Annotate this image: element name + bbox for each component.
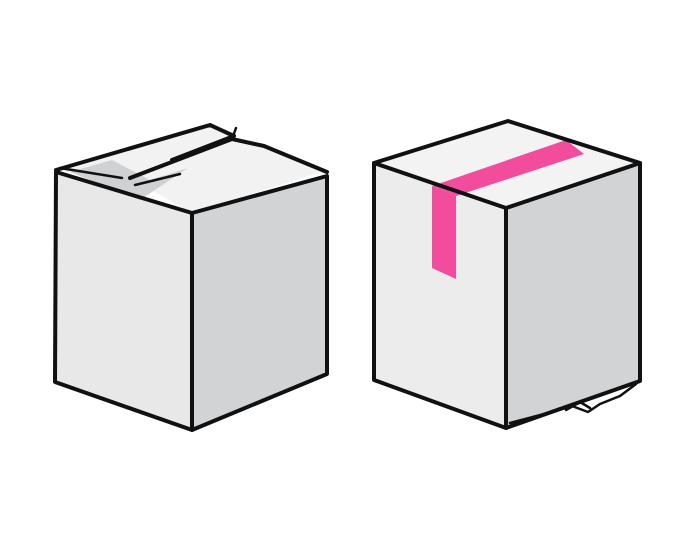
open-box-outline-right-flap-edge: [133, 172, 182, 187]
taped-box-bottom-crease-2: [564, 400, 592, 412]
open-box-right-flap: [130, 140, 327, 213]
open-box-flap-shadow: [70, 160, 188, 200]
taped-box-tape-front: [432, 186, 456, 279]
taped-box-tape-top: [432, 140, 584, 196]
taped-box: [372, 119, 642, 430]
open-box-front-face: [55, 172, 192, 430]
open-box-outline-right-flap: [128, 137, 329, 180]
taped-box-bottom-crease: [508, 382, 638, 425]
open-box-side-face: [192, 178, 327, 430]
open-box: [53, 123, 329, 432]
taped-box-side-face: [506, 165, 640, 428]
open-box-outline-side: [190, 174, 329, 432]
open-box-outline-fold: [230, 126, 238, 141]
taped-box-front-face: [374, 163, 506, 428]
open-box-outline-left-flap-inner: [58, 166, 124, 180]
taped-box-outline-front: [372, 161, 508, 430]
